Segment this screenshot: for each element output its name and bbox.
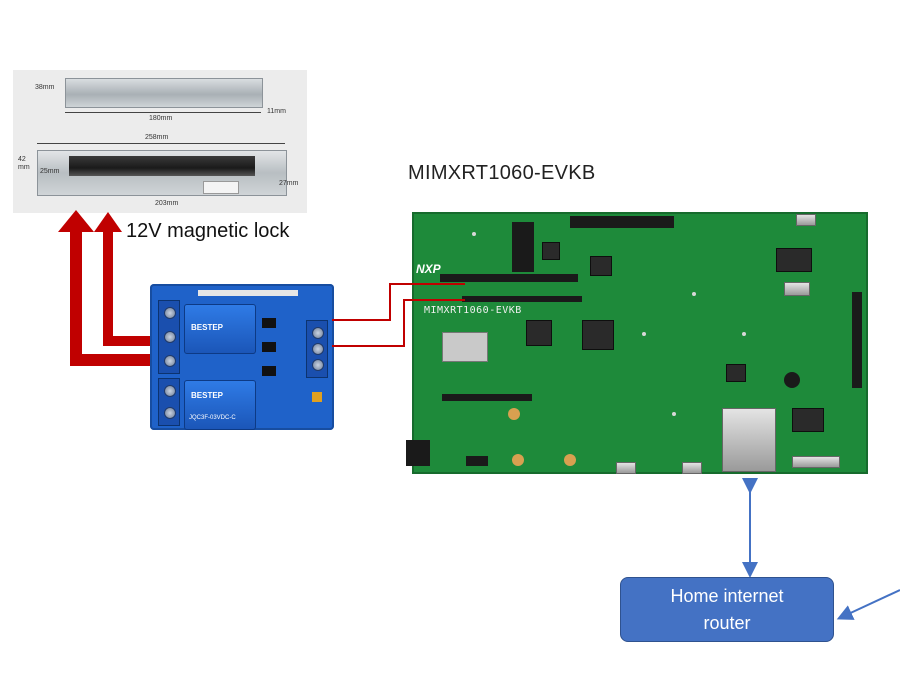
relay-header-strip: [198, 290, 298, 296]
ic-chip: [726, 364, 746, 382]
crystal: [784, 282, 810, 296]
relay-input-header: [306, 320, 328, 378]
ic-chip: [526, 320, 552, 346]
screw-terminal: [164, 355, 176, 367]
signal-wire-1: [332, 283, 465, 321]
relay-coil-bottom: BESTEP JQC3F-03VDC-C: [184, 380, 256, 430]
ic-chip: [776, 248, 812, 272]
nxp-evk-board: [406, 212, 868, 474]
relay-terminal-block-2: [158, 378, 180, 426]
nxp-logo: NXP: [416, 262, 441, 276]
usb-port: [796, 214, 816, 226]
screw-terminal: [164, 307, 176, 319]
pin-header-top: [440, 274, 578, 282]
via: [672, 412, 676, 416]
dim-line: [65, 112, 261, 113]
relay-brand-bottom: BESTEP: [191, 391, 224, 400]
relay-module: BESTEP BESTEP JQC3F-03VDC-C: [150, 284, 334, 430]
via: [692, 292, 696, 296]
relay-terminal-block-1: [158, 300, 180, 374]
ethernet-jack: [722, 408, 776, 472]
screw-terminal: [164, 407, 176, 419]
lock-sticker: [203, 181, 239, 194]
button: [508, 408, 520, 420]
dim-top-height: 38mm: [35, 84, 55, 91]
dim-top-thickness: 11mm: [267, 108, 286, 115]
relay-model-text: JQC3F-03VDC-C: [189, 415, 236, 421]
router-incoming-arrow: [836, 589, 900, 620]
lock-armature-plate: [65, 78, 263, 108]
switch: [466, 456, 488, 466]
power-arrow-inner-head: [94, 212, 122, 232]
ic-chip: [792, 408, 824, 432]
board-silkscreen-text: MIMXRT1060-EVKB: [424, 305, 522, 316]
relay-chip: [262, 342, 276, 352]
button: [512, 454, 524, 466]
relay-coil-top: BESTEP: [184, 304, 256, 354]
screw-terminal: [164, 331, 176, 343]
pin-header-jtag: [570, 216, 674, 228]
dim-base-length: 203mm: [155, 200, 179, 207]
relay-led: [312, 392, 322, 402]
usb-port: [616, 462, 636, 474]
via: [642, 332, 646, 336]
camera-connector: [792, 456, 840, 468]
power-jack: [406, 440, 430, 466]
button: [564, 454, 576, 466]
pin-header-right: [852, 292, 862, 388]
magnetic-lock-label: 12V magnetic lock: [126, 220, 290, 242]
pin-header-arduino: [462, 296, 582, 302]
ic-chip: [542, 242, 560, 260]
screw-terminal: [312, 327, 324, 339]
power-arrow-outer: [70, 228, 150, 366]
relay-chip: [262, 318, 276, 328]
dim-top-length: 180mm: [149, 115, 173, 122]
usb-port: [682, 462, 702, 474]
via: [472, 232, 476, 236]
ic-chip: [590, 256, 612, 276]
sd-card-slot: [442, 332, 488, 362]
board-title-label: MIMXRT1060-EVKB: [408, 162, 596, 184]
lock-magnet-face: [69, 156, 255, 176]
magnetic-lock-photo: 38mm 180mm 11mm 258mm 42 mm 25mm 27mm 20…: [13, 70, 307, 213]
dim-overall-length: 258mm: [145, 134, 169, 141]
relay-chip: [262, 366, 276, 376]
dim-height: 42 mm: [18, 156, 30, 171]
dim-inner-height: 25mm: [40, 168, 60, 175]
relay-brand-top: BESTEP: [191, 323, 224, 332]
screw-terminal: [312, 359, 324, 371]
power-arrow-inner: [103, 228, 150, 346]
home-router-box: Home internet router: [620, 577, 834, 642]
pin-header-bottom: [442, 394, 532, 401]
screw-terminal: [164, 385, 176, 397]
signal-wire-2: [332, 299, 465, 347]
mcu-chip: [582, 320, 614, 350]
via: [742, 332, 746, 336]
m2-connector: [512, 222, 534, 272]
screw-terminal: [312, 343, 324, 355]
dim-line: [37, 143, 285, 144]
router-label: Home internet router: [670, 585, 784, 633]
dim-side-thickness: 27mm: [279, 180, 299, 187]
buzzer: [784, 372, 800, 388]
power-arrow-outer-head: [58, 210, 94, 232]
